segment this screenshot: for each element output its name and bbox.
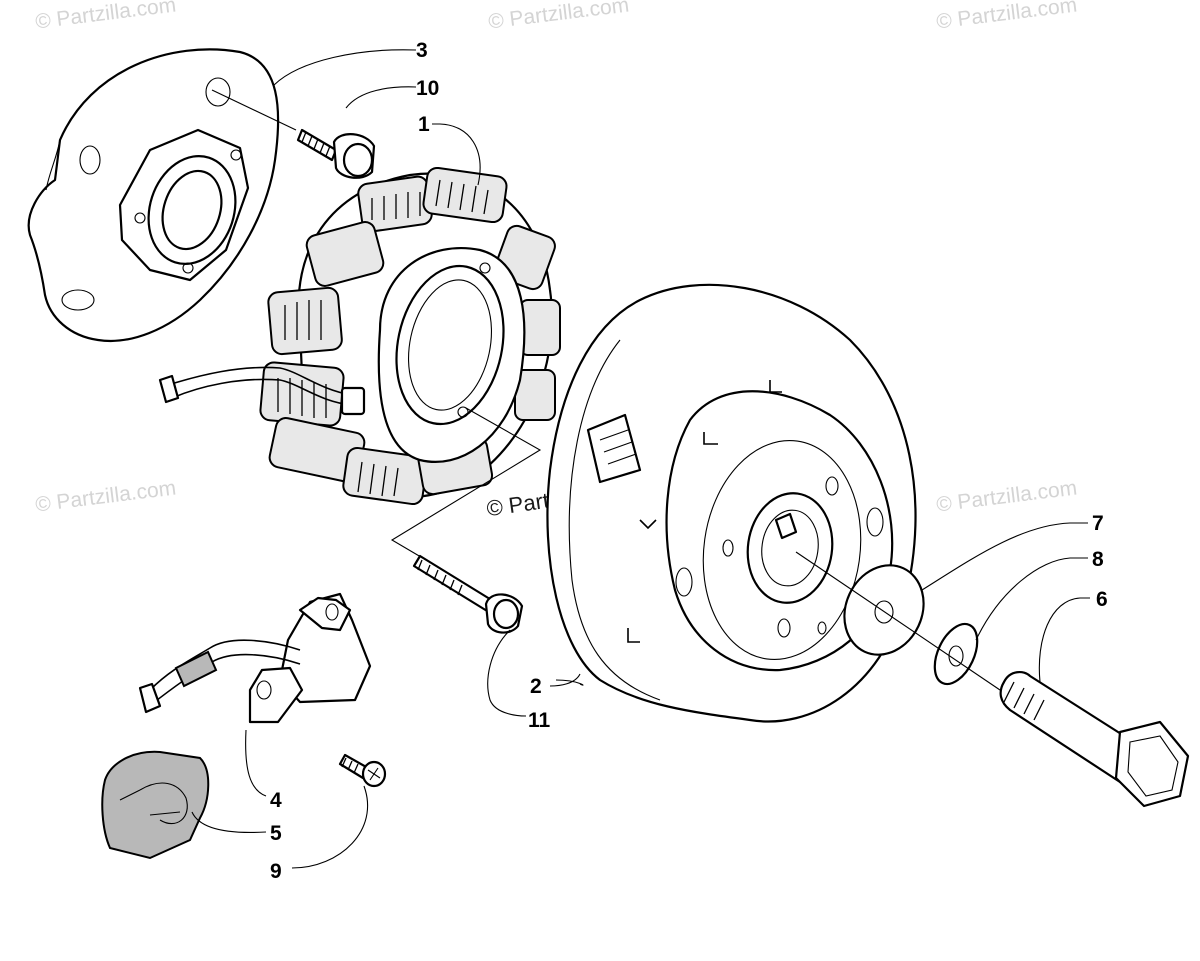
lock-washer-icon	[933, 622, 979, 686]
stator-plate-icon	[27, 48, 280, 342]
flywheel-icon	[546, 283, 917, 723]
callout-6: 6	[1096, 588, 1108, 611]
screw-icon	[338, 753, 387, 788]
leader-lines	[191, 49, 1090, 869]
grommet-icon	[101, 750, 210, 860]
callout-10: 10	[416, 77, 439, 100]
callout-8: 8	[1092, 548, 1104, 571]
callout-9: 9	[270, 860, 282, 883]
callout-1: 1	[418, 113, 430, 136]
stator-coil-icon	[158, 166, 561, 506]
cap-screw-icon	[412, 554, 524, 634]
callout-2: 2	[530, 675, 542, 698]
screw-icon	[296, 128, 376, 179]
callout-3: 3	[416, 39, 428, 62]
callout-7: 7	[1092, 512, 1104, 535]
callout-5: 5	[270, 822, 282, 845]
callout-11: 11	[528, 709, 551, 732]
callout-4: 4	[270, 789, 282, 812]
flange-bolt-icon	[999, 670, 1190, 808]
washer-icon	[843, 564, 925, 656]
pickup-coil-icon	[138, 592, 372, 724]
